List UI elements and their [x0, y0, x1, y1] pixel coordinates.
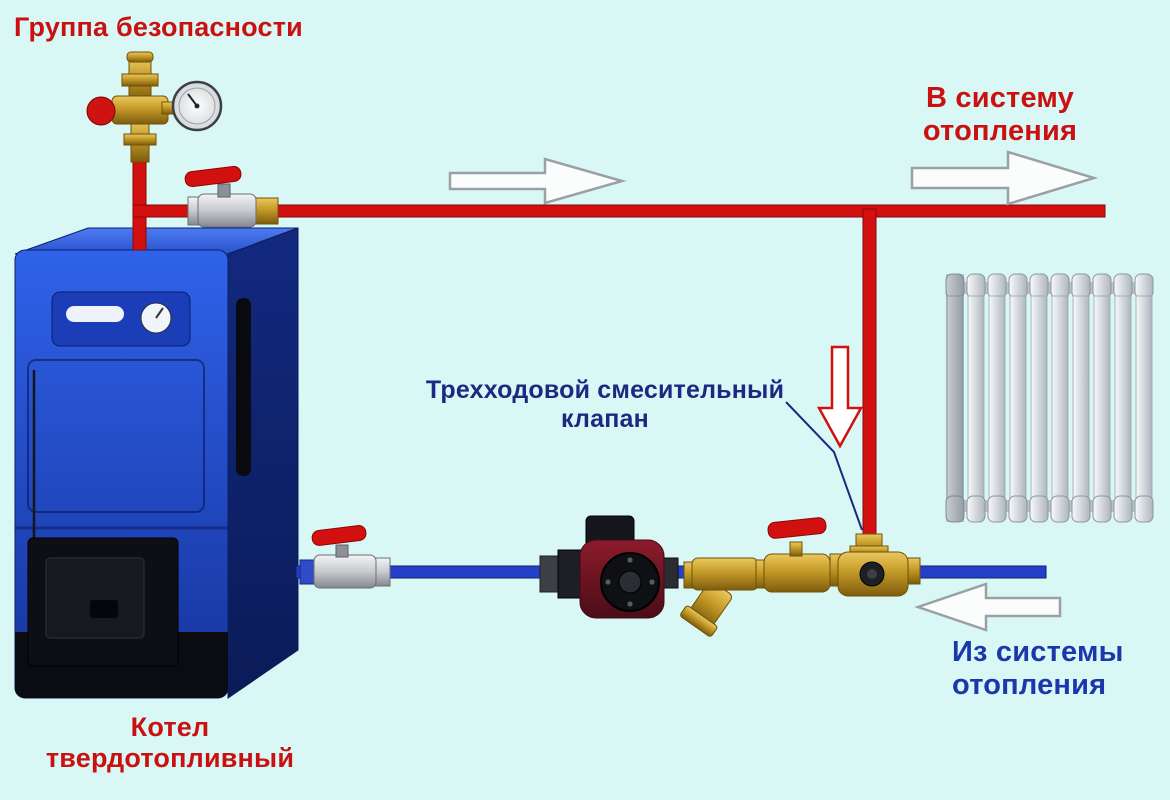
boiler-door-latch: [90, 600, 118, 618]
label-safety-group: Группа безопасности: [14, 12, 303, 42]
label-mixing-valve: Трехходовой смесительный клапан: [415, 376, 795, 434]
supply-drop-pipe: [862, 208, 877, 550]
circulation-pump: [539, 515, 679, 619]
flow-arrow-down: [816, 345, 864, 449]
return-ball-valve: [299, 525, 391, 589]
supply-pipe: [132, 204, 1106, 218]
supply-riser-pipe: [132, 149, 147, 251]
flow-arrow-right-mid: [448, 157, 627, 205]
flow-arrow-left: [914, 582, 1062, 632]
boiler-side-handle: [236, 298, 251, 476]
label-mixing-valve-line1: Трехходовой смесительный: [425, 376, 785, 404]
label-from-system-line2: отопления: [952, 669, 1107, 702]
flow-arrows: [448, 150, 1099, 632]
valve-red-lever: [184, 165, 242, 188]
mixing-valve-leader-line: [785, 401, 863, 531]
three-way-mixing-valve: [829, 533, 921, 597]
radiator: [945, 273, 1154, 523]
safety-group-assembly: [86, 51, 223, 163]
boiler-upper-door: [27, 359, 205, 513]
valve-red-lever: [767, 517, 827, 539]
pressure-gauge: [171, 80, 223, 132]
label-boiler-line2: твердотопливный: [45, 743, 295, 774]
flow-arrow-right-top: [910, 150, 1099, 206]
solid-fuel-boiler: [14, 227, 299, 699]
supply-ball-valve: [184, 165, 279, 228]
radiator-sections: [945, 273, 1154, 523]
safety-valve-cap: [86, 96, 116, 126]
boiler-logo: [66, 306, 124, 322]
label-to-system-line2: отопления: [922, 115, 1078, 148]
label-to-system-line1: В систему: [925, 82, 1075, 114]
label-boiler-line1: Котел: [130, 712, 210, 742]
label-from-system-line1: Из системы: [952, 636, 1124, 668]
y-strainer: [680, 557, 767, 637]
valve-red-lever: [311, 525, 367, 546]
label-to-system: В систему отопления: [900, 82, 1100, 149]
label-mixing-valve-line2: клапан: [561, 404, 649, 433]
label-boiler: Котел твердотопливный: [20, 712, 320, 774]
mixing-inlet-ball-valve: [755, 517, 831, 593]
label-from-system: Из системы отопления: [952, 636, 1124, 703]
